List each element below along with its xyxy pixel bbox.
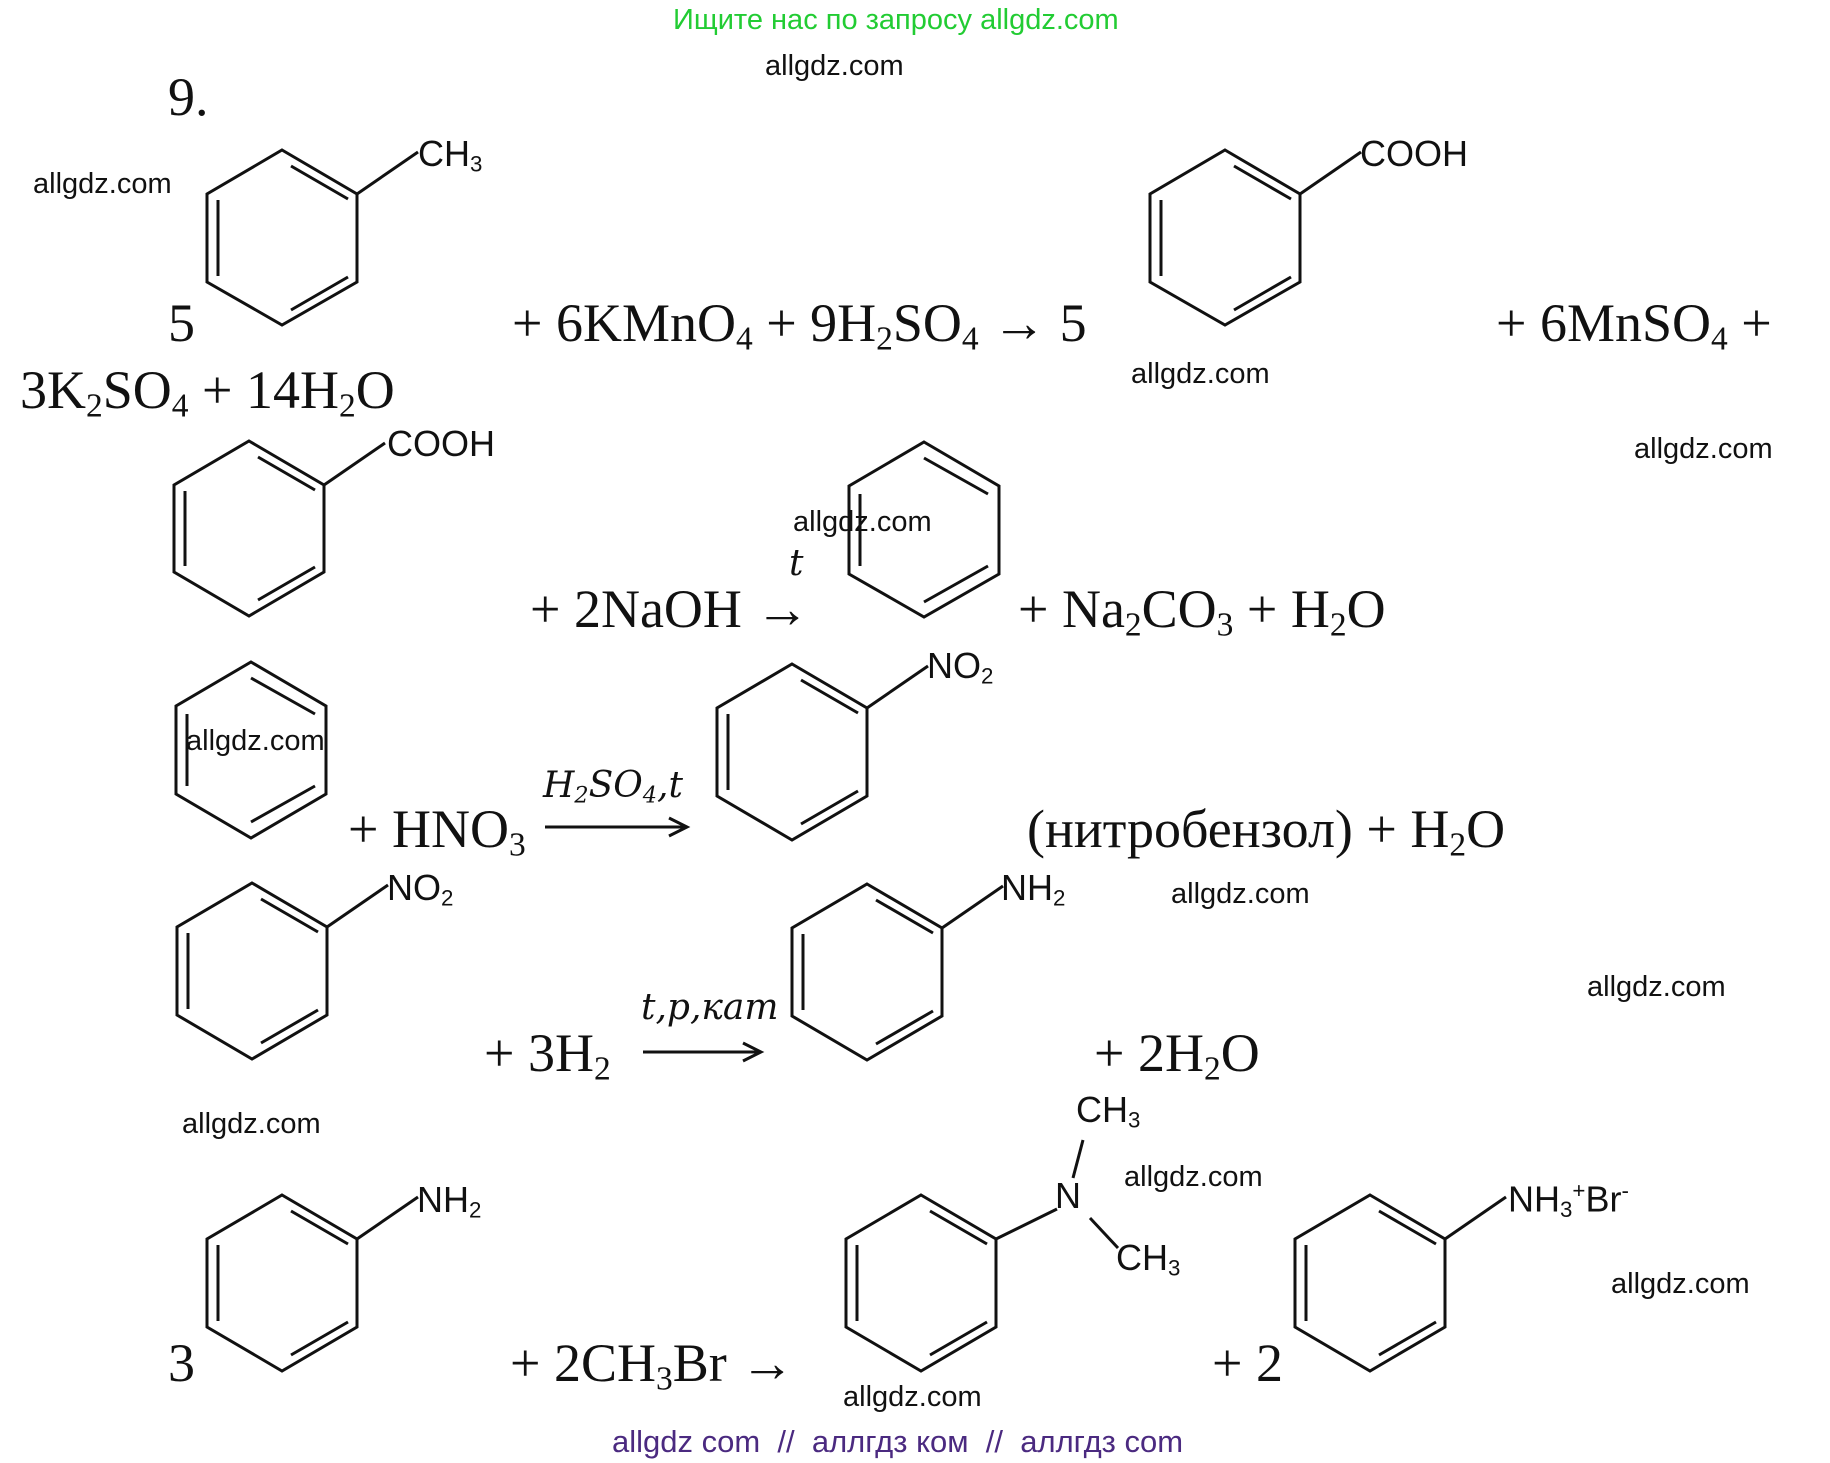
watermark: allgdz.com	[1634, 433, 1773, 465]
ch3-label: CH3	[1076, 1089, 1141, 1133]
coefficient: 5	[168, 293, 195, 353]
watermark: allgdz.com	[793, 506, 932, 538]
eq3-reagent: + HNO3	[348, 799, 526, 864]
n-label: N	[1055, 1175, 1081, 1216]
eq1-reagents: + 6KMnO4 + 9H2SO4 → 5	[512, 293, 1087, 358]
no2-label: NO2	[927, 645, 994, 689]
eq2-reagents: + 2NaOH →	[530, 579, 810, 639]
eq4-reagent: + 3H2	[484, 1023, 611, 1088]
ch3-label: CH3	[418, 133, 483, 177]
ch3-label: CH3	[1116, 1237, 1181, 1281]
watermark: allgdz.com	[1611, 1268, 1750, 1300]
condition-label: H2SO4,t	[543, 765, 683, 809]
eq5-reagent: + 2CH3Br →	[510, 1333, 795, 1398]
watermark: allgdz.com	[33, 168, 172, 200]
watermark: allgdz.com	[182, 1108, 321, 1140]
cooh-label: COOH	[1360, 133, 1468, 174]
watermark: allgdz.com	[843, 1381, 982, 1413]
no2-label: NO2	[387, 867, 454, 911]
bottom-banner: allgdz com // аллгдз ком // аллгдз com	[612, 1424, 1184, 1459]
nh2-label: NH2	[417, 1179, 482, 1223]
watermark: allgdz.com	[765, 50, 904, 82]
eq3-products: (нитробензол) + H2O	[1027, 799, 1506, 864]
right-arrow-icon	[545, 816, 691, 838]
watermark: allgdz.com	[186, 725, 325, 757]
watermark: allgdz.com	[1124, 1161, 1263, 1193]
nh2-label: NH2	[1001, 867, 1066, 911]
watermark: allgdz.com	[1131, 358, 1270, 390]
eq1-line2: 3K2SO4 + 14H2O	[20, 360, 395, 425]
coefficient: 3	[168, 1333, 195, 1393]
right-arrow-icon	[643, 1041, 765, 1063]
eq1-products: + 6MnSO4 +	[1496, 293, 1772, 358]
cooh-label: COOH	[387, 423, 495, 464]
condition-label: t	[789, 543, 804, 584]
eq4-products: + 2H2O	[1094, 1023, 1260, 1088]
watermark: allgdz.com	[1587, 971, 1726, 1003]
watermark: allgdz.com	[1171, 878, 1310, 910]
condition-label: t,p,кат	[641, 987, 779, 1028]
nh3-br-label: NH3+Br-	[1508, 1178, 1629, 1222]
eq2-products: + Na2CO3 + H2O	[1018, 579, 1386, 644]
top-banner: Ищите нас по запросу allgdz.com	[673, 4, 1119, 36]
eq5-coef-salt: + 2	[1212, 1333, 1283, 1393]
problem-number: 9.	[168, 67, 209, 127]
